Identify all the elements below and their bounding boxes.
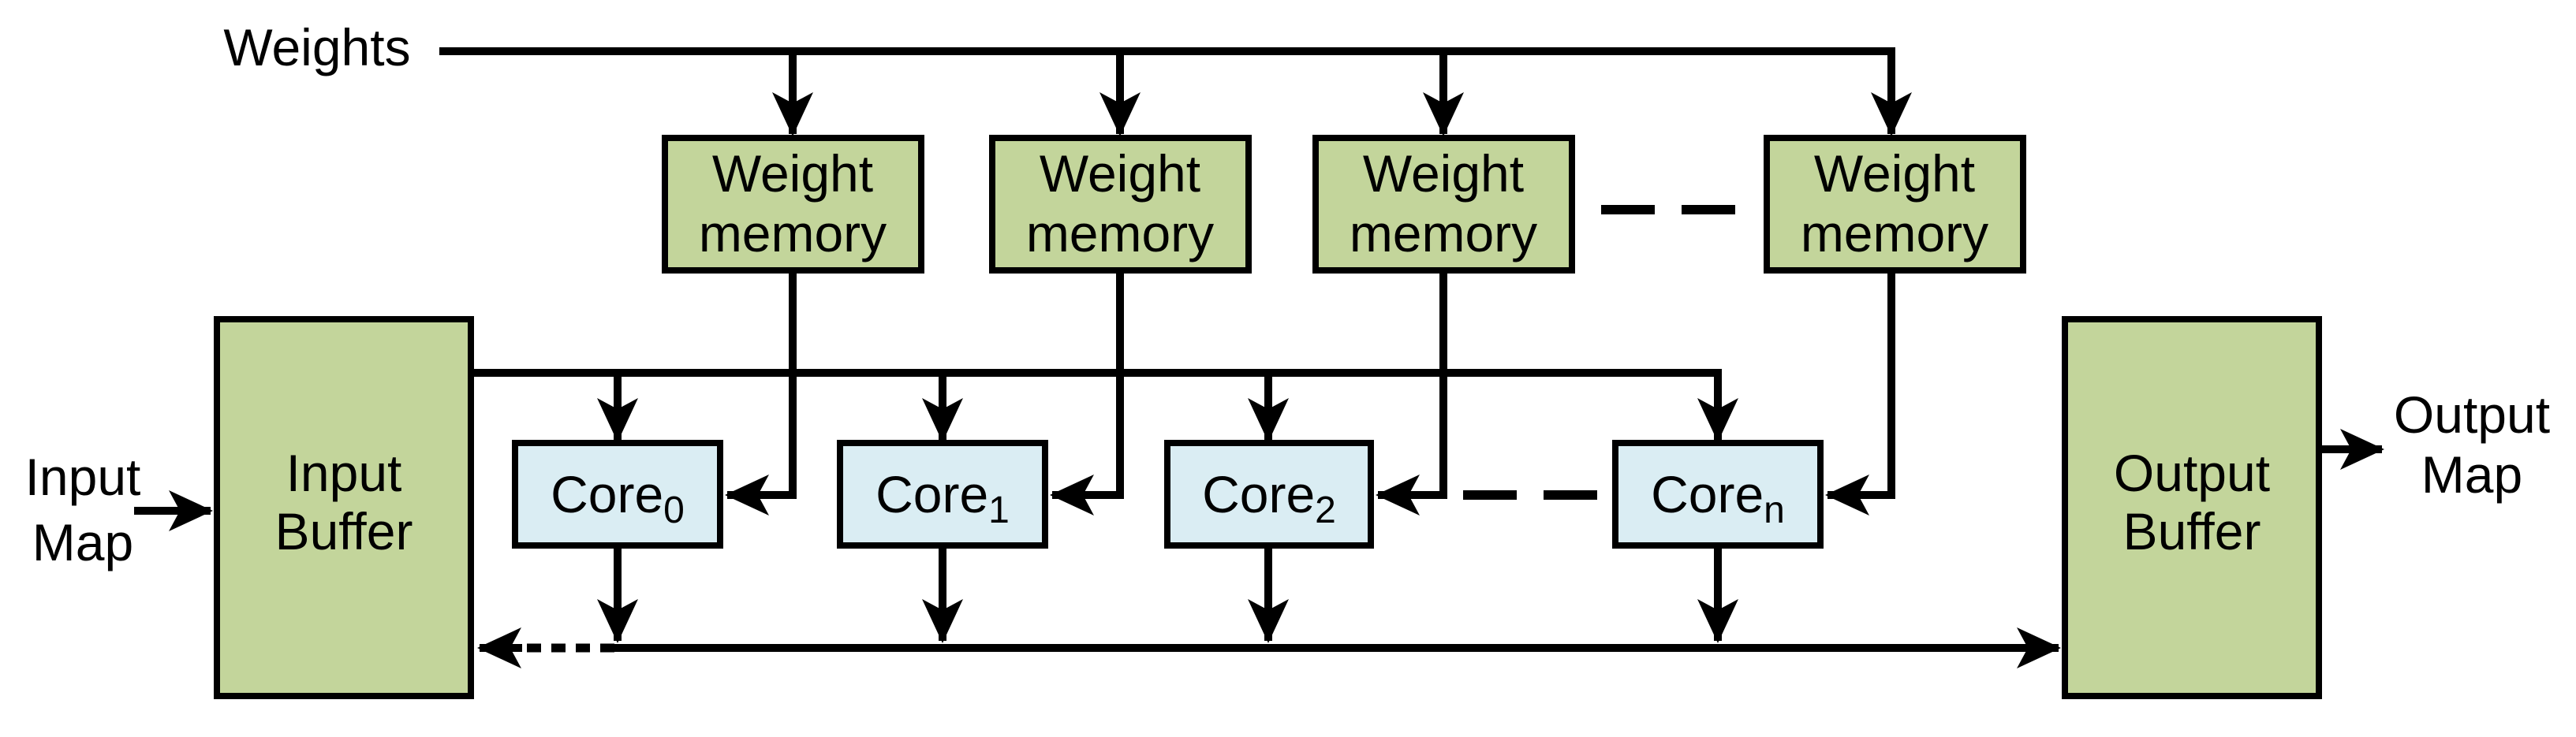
input-buffer: Input Buffer Input Map [25, 316, 474, 699]
input-map-label-line2: Map [32, 513, 133, 571]
weight-memory-label-1-line1: Weight [1040, 144, 1200, 203]
input-buffer-label-line1: Input [286, 444, 402, 502]
input-feed-bus-line [474, 369, 1738, 442]
output-map-label-line2: Map [2421, 445, 2522, 504]
core-box-1 [837, 440, 1048, 549]
weight-memory-label-0-line2: memory [699, 204, 887, 262]
weights-bus-line [439, 47, 1912, 136]
memory-row-ellipsis-dash-0 [1601, 205, 1655, 214]
weight-memory-label-0-line1: Weight [712, 144, 873, 203]
weight-memory-box-0 [662, 135, 924, 274]
core-row-ellipsis-dash-1 [1544, 490, 1597, 500]
weight-memory-label-1-line2: memory [1026, 204, 1214, 262]
memory-to-core-arrow-1 [1050, 270, 1124, 516]
core-row: Core0 Core1 Core2 Coren [512, 440, 1824, 549]
core-box-2 [1164, 440, 1374, 549]
weight-memory-label-3-line2: memory [1801, 204, 1988, 262]
weight-memory-label-3-line1: Weight [1814, 144, 1975, 203]
input-buffer-box [214, 316, 474, 699]
weight-memory-label-2-line1: Weight [1363, 144, 1524, 203]
weights-distribution-net: Weights [223, 18, 1912, 136]
memory-to-core-arrow-0 [725, 270, 797, 516]
memory-to-core-wires [725, 270, 1895, 516]
weight-memory-label-2-line2: memory [1350, 204, 1537, 262]
output-buffer-label-line2: Buffer [2123, 502, 2261, 560]
output-buffer-box [2062, 316, 2322, 699]
input-map-label-line1: Input [25, 448, 141, 506]
input-feed-net [474, 369, 1738, 442]
output-map-label-line1: Output [2394, 385, 2550, 444]
weight-memory-box-2 [1312, 135, 1575, 274]
memory-to-core-arrow-2 [1376, 270, 1447, 516]
core-box-n [1612, 440, 1824, 549]
weight-memory-box-1 [989, 135, 1252, 274]
core-label-2: Core2 [1202, 465, 1336, 531]
core-label-0: Core0 [551, 465, 685, 531]
input-buffer-label-line2: Buffer [275, 502, 413, 560]
output-buffer-label-line1: Output [2114, 444, 2270, 502]
weight-memory-row: Weight memory Weight memory Weight memor… [662, 135, 2026, 274]
memory-row-ellipsis-dash-1 [1682, 205, 1735, 214]
output-buffer: Output Buffer Output Map [2062, 316, 2550, 699]
core-row-ellipsis-dash-0 [1463, 490, 1517, 500]
weights-label: Weights [223, 18, 410, 76]
memory-to-core-arrow-3 [1825, 270, 1895, 516]
core-output-net [477, 549, 2061, 668]
core-box-0 [512, 440, 723, 549]
core-label-n: Coren [1651, 465, 1785, 531]
core-label-1: Core1 [875, 465, 1010, 531]
